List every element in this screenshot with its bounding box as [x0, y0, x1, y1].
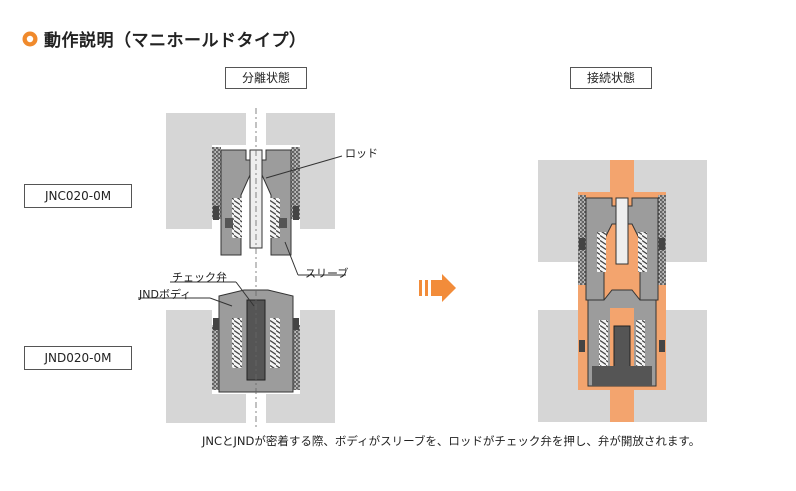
connected-oring-c	[579, 340, 585, 352]
rod-leader-line	[265, 155, 343, 179]
check-valve-leader-line-b	[235, 281, 255, 307]
jnd-body-callout: JNDボディ	[139, 288, 192, 301]
jnc-oring-right	[293, 206, 299, 220]
connected-state-label: 接続状態	[570, 67, 652, 89]
sleeve-leader-line-a	[284, 241, 299, 276]
jnd-thread-right	[291, 325, 300, 390]
jnc-spring-left	[232, 198, 242, 238]
connected-jnd-spring-left	[599, 320, 608, 370]
jnd-spring-right	[270, 318, 280, 368]
jnd-model-label: JND020-0M	[24, 346, 132, 370]
connected-oring-b	[659, 238, 665, 250]
check-valve-callout: チェック弁	[172, 271, 227, 284]
connected-top-passage	[610, 160, 634, 195]
jnc-port-passage	[246, 113, 266, 148]
jnc-thread-right	[291, 147, 300, 219]
section-heading: 動作説明（マニホールドタイプ）	[22, 26, 307, 51]
jnc-spring-right	[270, 198, 280, 238]
jnc-oring-left	[213, 206, 219, 220]
transition-arrow-icon	[419, 274, 456, 302]
jnc-seal-left	[225, 218, 233, 228]
orange-circle-icon	[22, 31, 38, 46]
connected-bottom-passage	[610, 388, 634, 422]
jnc-thread-left	[212, 147, 221, 219]
connected-oring-d	[659, 340, 665, 352]
sleeve-callout: スリーブ	[305, 267, 349, 280]
caption: JNCとJNDが密着する際、ボディがスリーブを、ロッドがチェック弁を押し、弁が開…	[202, 434, 701, 448]
jnd-body-leader-line-b	[209, 297, 233, 307]
connected-rod	[615, 197, 629, 265]
connected-jnd-base	[592, 366, 652, 386]
jnc-seal-right	[279, 218, 287, 228]
connected-jnc-spring-left	[597, 232, 606, 272]
jnd-check-valve	[246, 299, 266, 381]
jnd-oring-left	[213, 318, 219, 330]
page-title: 動作説明（マニホールドタイプ）	[44, 31, 307, 51]
jnc-model-label: JNC020-0M	[24, 184, 132, 208]
connected-jnd-spring-right	[636, 320, 645, 370]
jnd-thread-left	[212, 325, 221, 390]
connected-oring-a	[579, 238, 585, 250]
separated-diagram	[138, 108, 346, 428]
jnd-spring-left	[232, 318, 242, 368]
jnd-oring-right	[293, 318, 299, 330]
rod-callout: ロッド	[345, 147, 378, 160]
connected-diagram	[538, 160, 707, 422]
separated-state-label: 分離状態	[225, 67, 307, 89]
connected-jnc-spring-right	[638, 232, 647, 272]
